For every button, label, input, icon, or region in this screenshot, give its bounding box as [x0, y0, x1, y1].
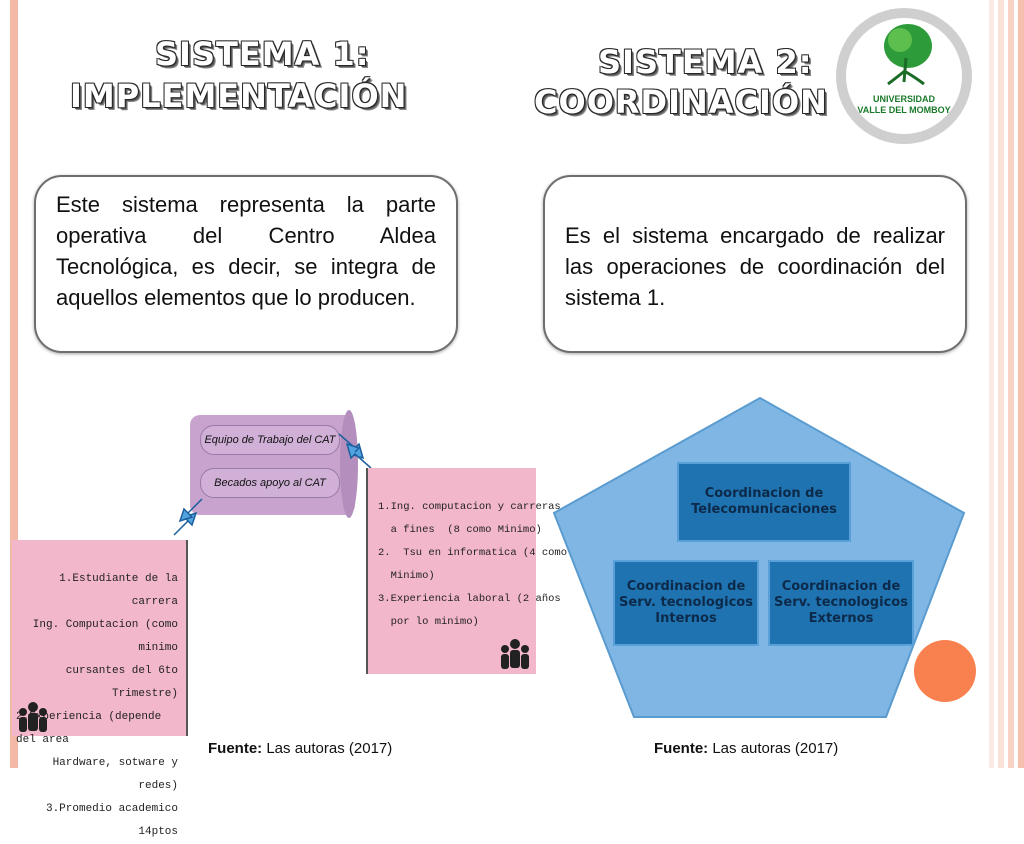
source-label: Fuente:: [654, 740, 709, 757]
requirement-line: 2. Tsu en informatica (4 como: [378, 547, 568, 559]
left-decorative-bar: [10, 0, 18, 768]
requirement-line: Minimo): [378, 570, 435, 582]
requirement-line: a fines (8 como Minimo): [378, 524, 542, 536]
system2-description: Es el sistema encargado de realizar las …: [565, 223, 945, 310]
requirement-line: 1.Estudiante de la carrera: [59, 573, 178, 608]
coordination-pentagon: [552, 396, 966, 718]
source-text: Las autoras (2017): [708, 740, 839, 757]
system2-title-line2: COORDINACIÓN: [534, 83, 828, 121]
requirement-line: 3.Experiencia laboral (2 años: [378, 593, 561, 605]
requirement-line: Hardware, sotware y redes): [52, 757, 178, 792]
requirement-line: 2.Experiencia (depende del area: [16, 711, 162, 746]
tree-icon: [884, 24, 932, 86]
system2-title-line1: SISTEMA 2:: [598, 43, 813, 81]
requirement-line: por lo minimo): [378, 616, 479, 628]
system2-source: Fuente: Las autoras (2017): [654, 740, 838, 757]
people-icon-left: [19, 702, 47, 732]
coordination-internal-box: Coordinacion de Serv. tecnologicos Inter…: [613, 560, 759, 646]
system1-title-line1: SISTEMA 1:: [155, 35, 370, 73]
logo-text-line1: UNIVERSIDAD: [872, 94, 935, 104]
requirement-line: cursantes del 6to Trimestre): [65, 665, 178, 700]
right-decorative-stripes: [974, 0, 1024, 768]
requirement-line: 1.Ing. computacion y carreras: [378, 501, 561, 513]
source-text: Las autoras (2017): [262, 740, 393, 757]
scroll-item-team: Equipo de Trabajo del CAT: [200, 425, 340, 455]
people-icon-right: [501, 639, 529, 669]
system2-description-box: Es el sistema encargado de realizar las …: [543, 175, 967, 353]
system1-source: Fuente: Las autoras (2017): [208, 740, 392, 757]
double-arrow-icon-right: [338, 433, 372, 469]
scroll-item-scholars: Becados apoyo al CAT: [200, 468, 340, 498]
requirements-box-left: 1.Estudiante de la carrera Ing. Computac…: [12, 540, 188, 838]
coordination-telecom-box: Coordinacion de Telecomunicaciones: [677, 462, 851, 542]
requirement-line: 3.Promedio academico 14ptos: [45, 803, 178, 838]
system1-description: Este sistema representa la parte operati…: [56, 192, 436, 310]
coordination-external-box: Coordinacion de Serv. tecnologicos Exter…: [768, 560, 914, 646]
double-arrow-icon-left: [173, 498, 203, 536]
system1-description-box: Este sistema representa la parte operati…: [34, 175, 458, 353]
accent-circle: [914, 640, 976, 702]
system1-title-line2: IMPLEMENTACIÓN: [70, 77, 408, 115]
source-label: Fuente:: [208, 740, 263, 757]
requirement-line: Ing. Computacion (como minimo: [32, 619, 178, 654]
scroll-roll: [340, 410, 358, 518]
logo-text-line2: VALLE DEL MOMBOY: [857, 105, 951, 115]
